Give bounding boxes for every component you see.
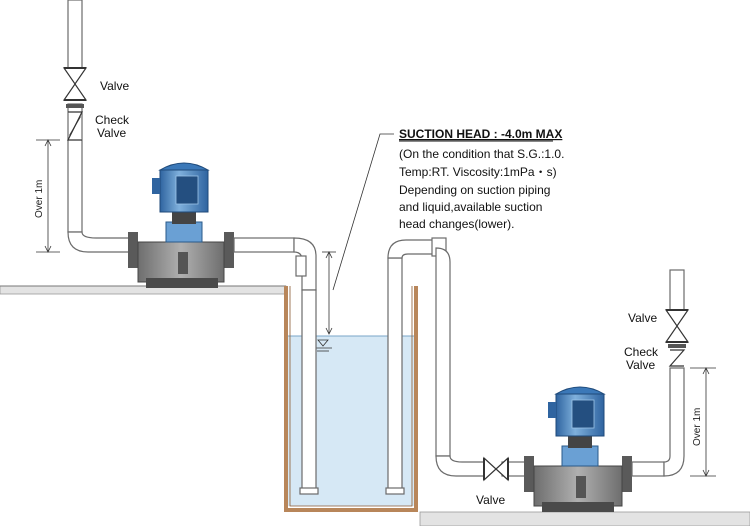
- suction-head-dimension: [322, 133, 394, 335]
- note-line-2: Temp:RT. Viscosity:1mPa・s): [399, 165, 557, 179]
- valve-label-right: Valve: [628, 311, 657, 325]
- note-line-5: head changes(lower).: [399, 217, 514, 231]
- check-label-right: Check: [624, 345, 659, 359]
- bottom-valve-icon: [483, 456, 509, 482]
- valve-label-bottom: Valve: [476, 493, 505, 507]
- left-floor: [0, 285, 287, 295]
- right-check-valve-icon: [668, 344, 686, 367]
- valve-icon: [62, 67, 88, 101]
- liquid-level-marker: [314, 339, 332, 352]
- note-line-3: Depending on suction piping: [399, 183, 550, 197]
- check-label-top: Check: [95, 113, 130, 127]
- check-valve-label-top: Valve: [97, 126, 126, 140]
- note-line-1: (On the condition that S.G.:1.0.: [399, 147, 564, 161]
- note-line-4: and liquid,available suction: [399, 200, 542, 214]
- check-valve-label-right: Valve: [626, 358, 655, 372]
- over-1m-right: Over 1m: [692, 408, 703, 446]
- note-title: SUCTION HEAD : -4.0m MAX: [399, 127, 562, 141]
- dimension-right: [690, 367, 716, 477]
- check-valve-icon: [66, 104, 84, 141]
- dimension-left: [36, 139, 60, 253]
- suction-pipe-right: [385, 237, 529, 495]
- over-1m-left: Over 1m: [34, 180, 45, 218]
- bottom-floor: [419, 511, 750, 526]
- suction-head-note: SUCTION HEAD : -4.0m MAX (On the conditi…: [399, 127, 564, 231]
- left-pump: [128, 162, 234, 288]
- valve-label-top: Valve: [100, 79, 129, 93]
- suction-pipe-left: [233, 237, 319, 495]
- right-discharge-pipe: [631, 269, 685, 477]
- right-valve-icon: [664, 309, 690, 343]
- right-pump: [524, 386, 632, 512]
